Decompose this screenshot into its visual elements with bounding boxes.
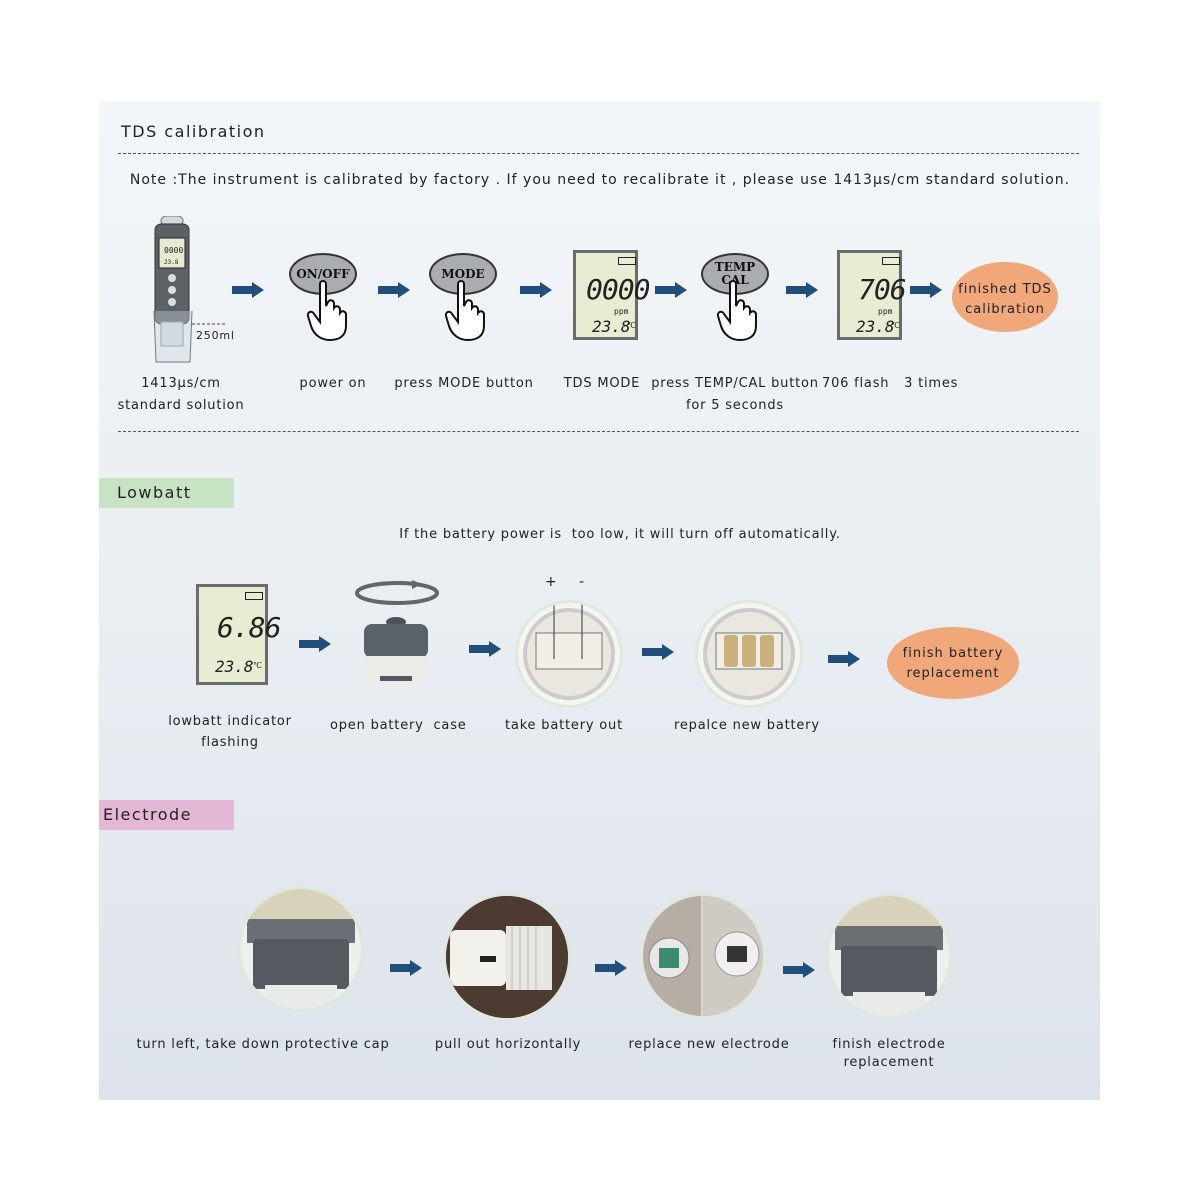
- tds-bottom-divider: [118, 431, 1079, 432]
- electrode-section-tag: Electrode: [99, 800, 234, 830]
- finish-line-2: replacement: [906, 666, 1000, 681]
- arrow-icon: [910, 282, 942, 298]
- battery-icon: [882, 257, 900, 265]
- lcd-temp: 23.8: [856, 317, 895, 336]
- minus-label: -: [579, 574, 585, 590]
- step-caption: turn left, take down protective cap: [136, 1037, 390, 1052]
- pointing-hand-icon: [444, 280, 485, 342]
- step-caption: replace new electrode: [628, 1037, 790, 1052]
- lcd-value: 0000: [586, 273, 650, 306]
- finish-battery-badge: finish battery replacement: [887, 627, 1019, 699]
- battery-low-icon: [245, 592, 263, 600]
- battery-cap-image: [360, 612, 432, 684]
- arrow-icon: [299, 636, 331, 652]
- arrow-icon: [786, 282, 818, 298]
- tds-mode-lcd: 0000 ppm 23.8 ℃: [573, 250, 650, 340]
- flash-706-lcd: 706 ppm 23.8 ℃: [837, 250, 907, 340]
- lcd-temp-unit: ℃: [891, 321, 900, 330]
- finish-line-1: finish battery: [902, 646, 1004, 661]
- finish-line-2: calibration: [965, 302, 1045, 317]
- arrow-icon: [469, 641, 501, 657]
- lowbatt-section-tag: Lowbatt: [99, 478, 234, 508]
- step-caption: pull out horizontally: [434, 1037, 582, 1052]
- new-electrode-image: [640, 893, 766, 1019]
- finished-electrode-image: [826, 893, 952, 1019]
- step-caption: open battery case: [330, 718, 467, 733]
- tds-top-divider: [118, 153, 1079, 154]
- battery-icon: [618, 257, 636, 265]
- lcd-temp: 23.8: [592, 317, 631, 336]
- finish-line-1: finished TDS: [958, 282, 1052, 297]
- step-caption: TDS MODE: [563, 376, 641, 391]
- arrow-icon: [783, 962, 815, 978]
- arrow-icon: [378, 282, 410, 298]
- finished-tds-badge: finished TDS calibration: [952, 262, 1058, 332]
- lcd-temp-unit: ℃: [627, 321, 636, 330]
- arrow-icon: [655, 282, 687, 298]
- tds-section-title: TDS calibration: [121, 122, 266, 141]
- rotate-arrow-icon: [355, 580, 439, 605]
- lcd-temp-unit: ℃: [253, 661, 262, 670]
- step-caption: 706 flash 3 times: [822, 376, 959, 391]
- pointing-hand-icon: [716, 280, 757, 342]
- step-caption: power on: [299, 376, 367, 391]
- step-caption: press MODE button: [394, 376, 534, 391]
- tds-meter-pen-image: 0000 23.8: [140, 215, 230, 366]
- tds-note: Note :The instrument is calibrated by fa…: [129, 172, 1071, 188]
- step-caption: take battery out: [505, 718, 623, 733]
- lcd-temp: 23.8: [215, 657, 254, 676]
- beaker-volume-label: 250ml: [196, 329, 235, 342]
- step-caption: repalce new battery: [674, 718, 820, 733]
- lowbatt-lcd: 6.86 23.8 ℃: [196, 584, 281, 685]
- empty-battery-compartment-image: [515, 600, 623, 708]
- pointing-hand-icon: [306, 280, 347, 342]
- svg-text:0000: 0000: [164, 246, 183, 255]
- lowbatt-note: If the battery power is too low, it will…: [399, 527, 841, 542]
- onoff-label: ON/OFF: [296, 267, 350, 281]
- cal-label: CAL: [721, 273, 749, 287]
- lcd-unit: ppm: [878, 307, 893, 316]
- plus-label: +: [545, 574, 558, 590]
- lcd-value: 6.86: [217, 611, 281, 644]
- electrode-pull-out-image: [443, 893, 571, 1021]
- arrow-icon: [520, 282, 552, 298]
- arrow-icon: [595, 960, 627, 976]
- temp-label: TEMP: [714, 260, 756, 274]
- mode-label: MODE: [441, 267, 485, 281]
- lcd-unit: ppm: [614, 307, 629, 316]
- new-battery-compartment-image: [695, 600, 803, 708]
- arrow-icon: [642, 644, 674, 660]
- lcd-value: 706: [858, 273, 907, 306]
- arrow-icon: [390, 960, 422, 976]
- arrow-icon: [232, 282, 264, 298]
- arrow-icon: [828, 651, 860, 667]
- protective-cap-image: [238, 886, 364, 1012]
- svg-text:23.8: 23.8: [164, 259, 179, 266]
